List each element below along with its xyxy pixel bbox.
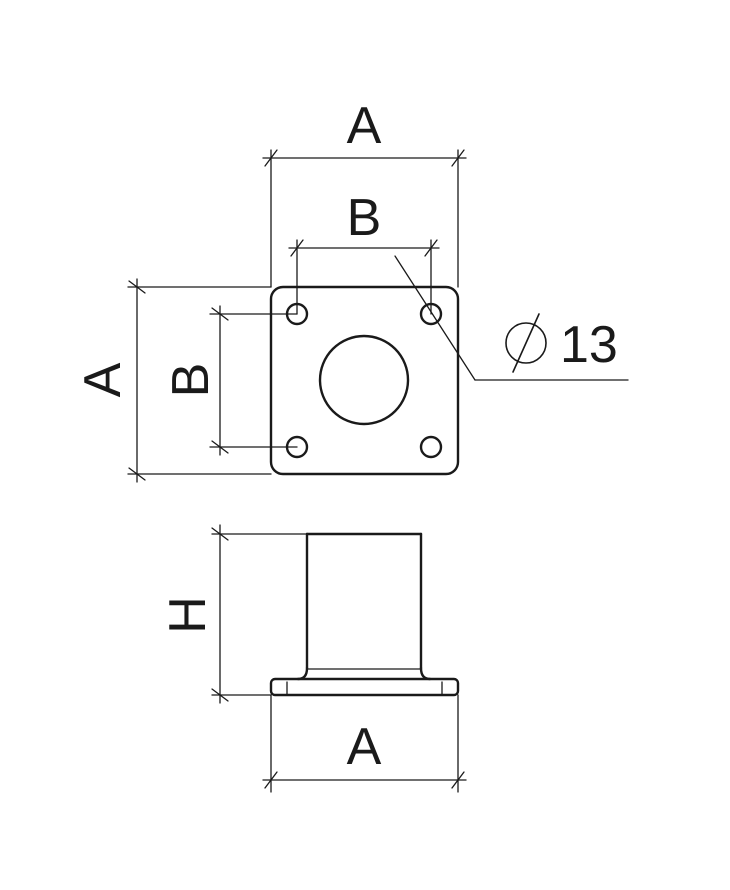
label-side-height-h: H <box>159 596 217 634</box>
center-post-hole <box>318 334 410 426</box>
label-hole-diameter: 13 <box>560 316 618 374</box>
label-side-width-a: A <box>347 718 382 776</box>
dimension-plan-height-a: A <box>74 278 272 483</box>
label-plan-width-a: A <box>347 97 382 155</box>
label-plan-hole-spacing-left-b: B <box>162 363 220 398</box>
dimension-plan-hole-spacing-left-b: B <box>162 305 298 456</box>
label-plan-hole-spacing-b: B <box>347 189 382 247</box>
dimension-side-height-h: H <box>159 524 308 704</box>
base-plate-side <box>269 677 460 697</box>
fillet-left <box>296 666 309 681</box>
dimension-plan-width-a: A <box>262 97 467 288</box>
diameter-symbol-slash <box>512 313 540 373</box>
fillet-right <box>419 666 432 681</box>
label-plan-height-a: A <box>74 362 132 397</box>
base-plate-outline <box>269 285 460 476</box>
diameter-symbol-circle <box>505 322 547 364</box>
dimension-plan-hole-spacing-b: B <box>288 189 440 315</box>
hole-diameter-callout: ⌀ 13 <box>394 255 629 381</box>
mounting-hole-bottom-right <box>419 435 443 459</box>
dimension-side-width-a: A <box>262 694 467 793</box>
side-view <box>269 532 460 697</box>
plan-view <box>269 285 460 476</box>
